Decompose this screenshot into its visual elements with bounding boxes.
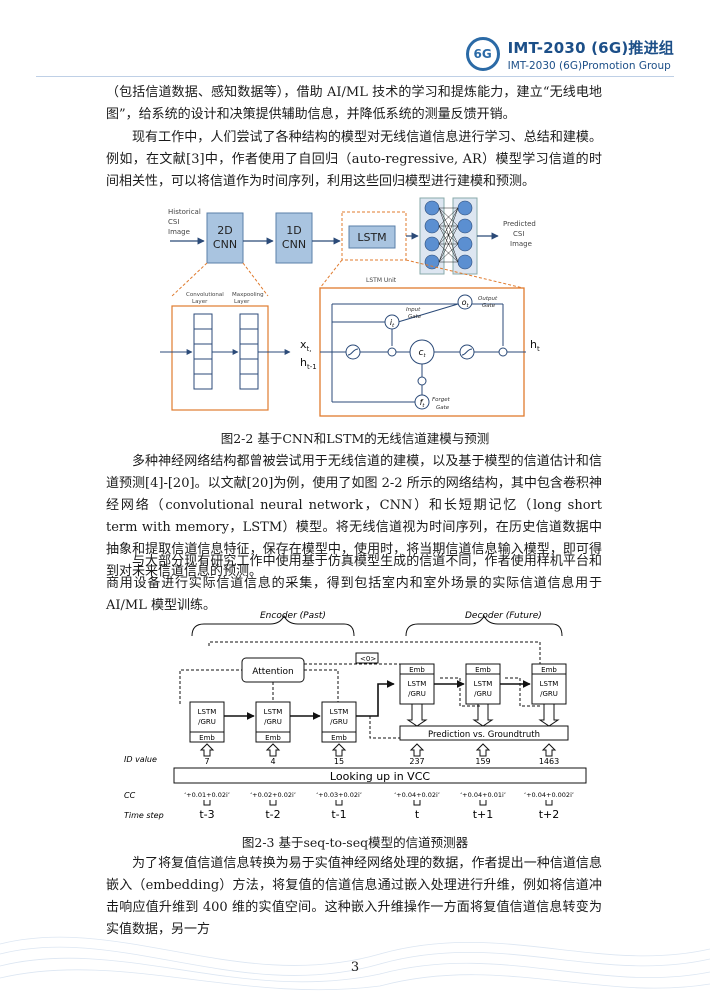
enc-lstm-1b: /GRU (198, 718, 216, 726)
time-step-1: t-3 (199, 808, 214, 821)
enc-lstm-1a: LSTM (198, 708, 217, 716)
time-step-3: t-1 (331, 808, 346, 821)
enc-lstm-2a: LSTM (264, 708, 283, 716)
cc-value-1: ‘+0.01+0.02i’ (184, 791, 230, 799)
header-title: IMT-2030 (6G)推进组 (507, 38, 674, 57)
maxpool-label-1: Maxpooling (232, 292, 264, 298)
logo-icon: 6G (465, 37, 500, 71)
input-label-1: Historical (168, 208, 201, 216)
attention-label: Attention (252, 667, 294, 677)
lstm-box (348, 225, 396, 249)
id-value-1: 7 (204, 757, 209, 766)
ot-label: ot (462, 298, 470, 309)
output-gate-label-2: Gate (482, 303, 496, 309)
output-label-2: CSI (513, 230, 524, 238)
lstm-unit-label: LSTM Unit (366, 277, 397, 284)
enc-emb-3: Emb (331, 734, 347, 742)
dec-emb-2: Emb (475, 666, 491, 674)
input-gate-label-1: Input (406, 307, 421, 313)
figure-2-2-caption: 图2-2 基于CNN和LSTM的无线信道建模与预测 (220, 431, 490, 446)
output-gate-label-1: Output (478, 296, 498, 302)
decoder-label: Decoder (Future) (465, 611, 542, 621)
ft-label: ft (420, 398, 426, 409)
cnn-2d-label-2: CNN (213, 238, 237, 251)
dec-lstm-1b: /GRU (408, 690, 426, 698)
vcc-label: Looking up in VCC (330, 770, 430, 783)
cc-value-2: ‘+0.02+0.02i’ (250, 791, 296, 799)
prediction-label: Prediction vs. Groundtruth (428, 730, 540, 740)
time-step-6: t+2 (539, 808, 560, 821)
cc-value-6: ‘+0.04+0.002i’ (524, 791, 574, 799)
id-value-4: 237 (409, 757, 424, 766)
dec-lstm-1a: LSTM (408, 680, 427, 688)
ht-label: ht (530, 338, 540, 353)
cc-label: CC (124, 791, 136, 800)
lstm-label: LSTM (357, 231, 386, 244)
ht1-label: ht-1 (300, 356, 317, 371)
maxpool-label-2: Layer (234, 299, 250, 305)
id-value-6: 1463 (539, 757, 559, 766)
paragraph-4: 与大部分现有研究工作中使用基于仿真模型生成的信道不同，作者使用样机平台和商用设备… (106, 554, 602, 613)
forget-gate-label-1: Forget (432, 397, 451, 403)
time-step-5: t+1 (473, 808, 494, 821)
enc-emb-2: Emb (265, 734, 281, 742)
time-step-4: t (415, 808, 420, 821)
time-step-2: t-2 (265, 808, 280, 821)
decorative-wave (0, 936, 710, 991)
cc-value-4: ‘+0.04+0.02i’ (394, 791, 440, 799)
dec-emb-1: Emb (409, 666, 425, 674)
encoder-label: Encoder (Past) (260, 611, 326, 621)
figure-2-3-caption: 图2-3 基于seq-to-seq模型的信道预测器 (241, 835, 469, 850)
paragraph-5: 为了将复值信道信息转换为易于实值神经网络处理的数据，作者提出一种信道信息嵌入（e… (106, 856, 602, 937)
conv-layer-label-2: Layer (192, 299, 208, 305)
dec-lstm-2b: /GRU (474, 690, 492, 698)
dec-emb-3: Emb (541, 666, 557, 674)
page-number: 3 (350, 960, 360, 975)
cnn-2d-box (206, 212, 244, 264)
input-label-3: Image (168, 228, 190, 236)
paragraph-3: 多种神经网络结构都曾被尝试用于无线信道的建模，以及基于模型的信道估计和信道预测[… (106, 454, 602, 579)
input-label-2: CSI (168, 218, 179, 226)
cc-value-3: ‘+0.03+0.02i’ (316, 791, 362, 799)
enc-lstm-3a: LSTM (330, 708, 349, 716)
prediction-box (399, 725, 569, 741)
cnn-1d-box (275, 212, 313, 264)
enc-lstm-2b: /GRU (264, 718, 282, 726)
time-step-label: Time step (124, 811, 164, 820)
figure-cnn-lstm: Historical CSI Image 2D CNN 1D CNN LSTM … (160, 197, 540, 417)
enc-emb-1: Emb (199, 734, 215, 742)
start-token: <0> (360, 655, 376, 663)
dec-lstm-3b: /GRU (540, 690, 558, 698)
cc-value-5: ‘+0.04+0.01i’ (460, 791, 506, 799)
encoder-cells (189, 701, 357, 743)
xt-label: xt, (300, 338, 312, 353)
cnn-detail-box (171, 305, 269, 411)
id-value-3: 15 (334, 757, 344, 766)
dec-lstm-3a: LSTM (540, 680, 559, 688)
output-label-3: Image (510, 240, 532, 248)
dec-lstm-2a: LSTM (474, 680, 493, 688)
paragraph-2: 现有工作中，人们尝试了各种结构的模型对无线信道信息进行学习、总结和建模。例如，在… (106, 130, 602, 189)
id-value-2: 4 (270, 757, 275, 766)
output-label-1: Predicted (503, 220, 536, 228)
cnn-1d-label-1: 1D (286, 224, 301, 237)
enc-lstm-3b: /GRU (330, 718, 348, 726)
it-label: it (390, 318, 395, 329)
cnn-2d-label-1: 2D (217, 224, 232, 237)
cnn-1d-label-2: CNN (282, 238, 306, 251)
id-value-5: 159 (475, 757, 490, 766)
forget-gate-label-2: Gate (436, 405, 450, 411)
conv-layer-label-1: Convolutional (186, 292, 224, 298)
ct-label: ct (419, 348, 427, 359)
paragraph-1: （包括信道数据、感知数据等），借助 AI/ML 技术的学习和提炼能力，建立“无线… (106, 85, 602, 122)
header-divider (36, 76, 674, 77)
header: 6G IMT-2030 (6G)推进组 IMT-2030 (6G)Promoti… (465, 30, 674, 78)
vcc-box (173, 767, 587, 784)
figure-seq2seq: Encoder (Past) Decoder (Future) Attentio… (124, 611, 587, 821)
header-subtitle: IMT-2030 (6G)Promotion Group (507, 59, 671, 72)
id-value-label: ID value (124, 755, 157, 764)
input-gate-label-2: Gate (408, 314, 422, 320)
